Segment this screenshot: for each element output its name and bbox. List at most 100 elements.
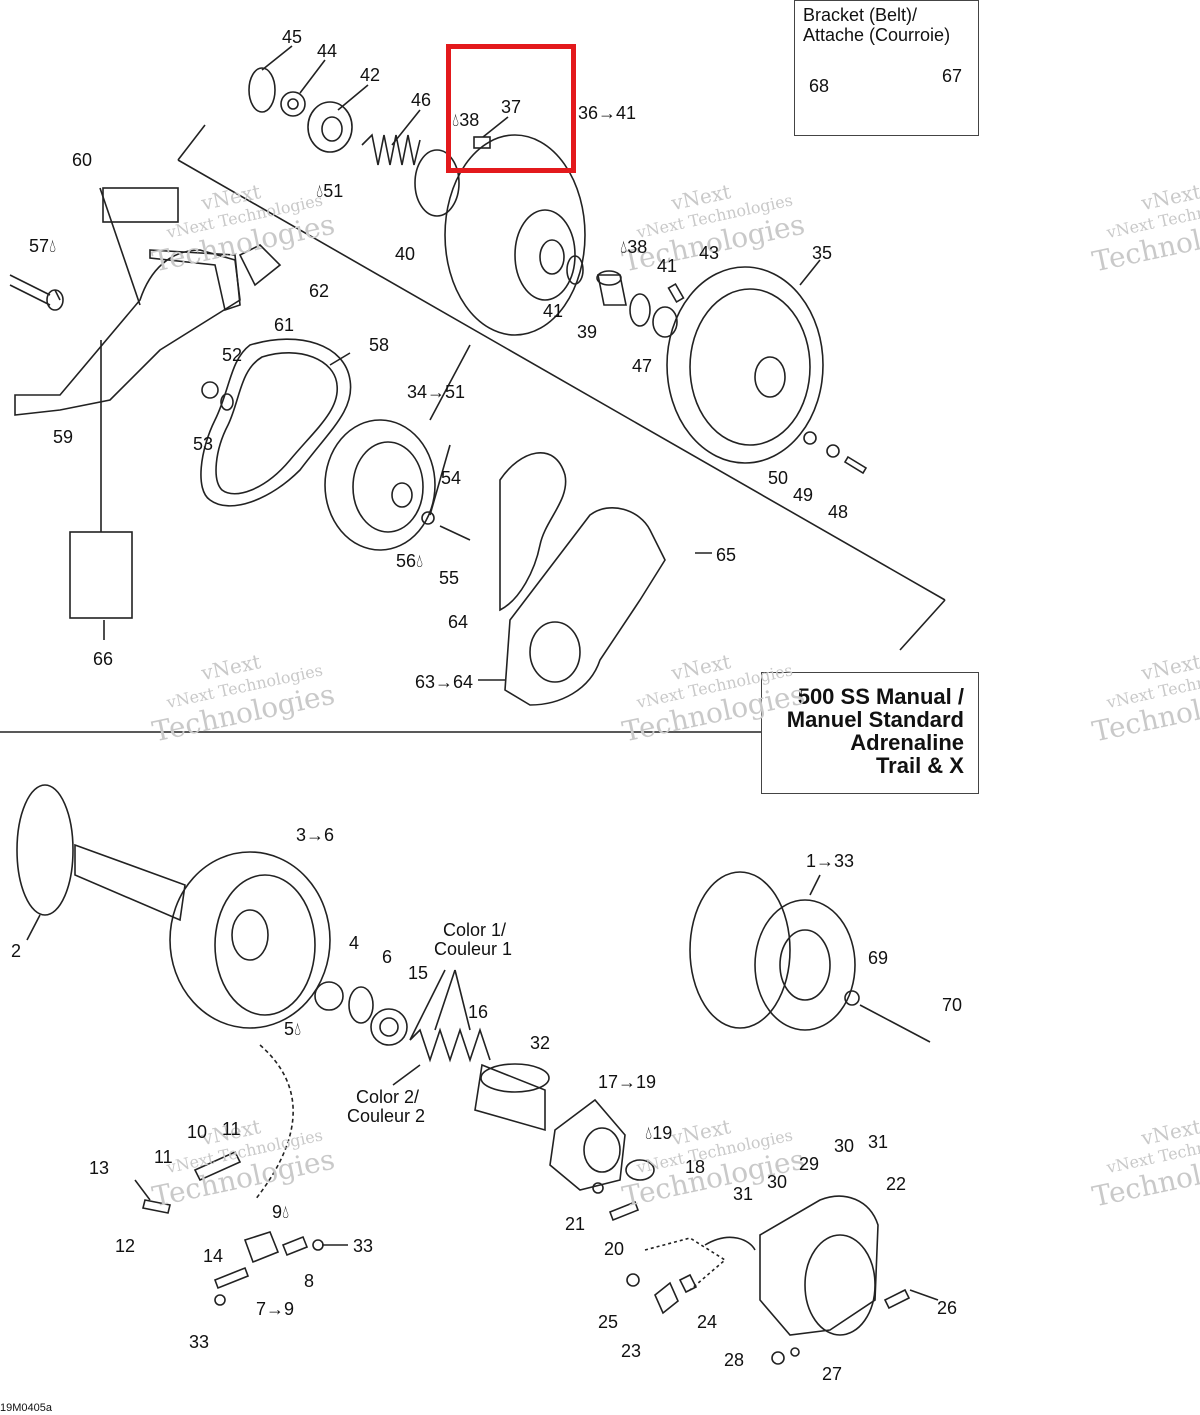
driven-pulley-34-51 xyxy=(324,419,436,551)
drive-pulley-1-33 xyxy=(689,871,791,1029)
spring-46 xyxy=(361,133,421,166)
callout-2: 2 xyxy=(11,941,22,961)
lube-drop-icon: 💧︎ xyxy=(282,1202,290,1222)
callout-56-lube: 56💧︎ xyxy=(396,551,424,571)
callout-42: 42 xyxy=(360,65,381,85)
callout-40: 40 xyxy=(395,244,416,264)
callout-14: 14 xyxy=(203,1246,224,1266)
movable-sheave-3-6 xyxy=(169,851,331,1029)
callout-68: 68 xyxy=(809,76,830,96)
lube-drop-icon: 💧︎ xyxy=(452,110,460,130)
callout-31-a: 31 xyxy=(868,1132,889,1152)
callout-35: 35 xyxy=(812,243,833,263)
callout-58: 58 xyxy=(369,335,390,355)
callout-30-a: 30 xyxy=(834,1136,855,1156)
callout-55: 55 xyxy=(439,568,460,588)
callout-3-6: 3→6 xyxy=(296,825,335,845)
callout-34-51: 34→51 xyxy=(407,382,466,402)
callout-66: 66 xyxy=(93,649,114,669)
spring-16 xyxy=(409,1027,491,1063)
callout-53: 53 xyxy=(193,434,214,454)
callout-44: 44 xyxy=(317,41,338,61)
callout-50: 50 xyxy=(768,468,789,488)
model-label-text: 500 SS Manual / Manuel Standard Adrenali… xyxy=(786,684,964,778)
callout-18: 18 xyxy=(685,1157,706,1177)
drive-belt-58 xyxy=(200,338,352,507)
callout-9-lube: 9💧︎ xyxy=(272,1202,290,1222)
lube-drop-icon: 💧︎ xyxy=(645,1123,653,1143)
callout-19-lube: 💧︎19 xyxy=(645,1123,673,1143)
callout-26: 26 xyxy=(937,1298,958,1318)
callout-28: 28 xyxy=(724,1350,745,1370)
callout-46: 46 xyxy=(411,90,432,110)
callout-8: 8 xyxy=(304,1271,315,1291)
callout-62: 62 xyxy=(309,281,330,301)
governor-cup-22 xyxy=(759,1195,879,1336)
belt-guard-59 xyxy=(14,249,241,416)
callout-60: 60 xyxy=(72,150,93,170)
warning-label-60 xyxy=(102,187,179,223)
callout-29: 29 xyxy=(799,1154,820,1174)
callout-17-19: 17→19 xyxy=(598,1072,657,1092)
highlight-box xyxy=(446,44,576,173)
callout-12: 12 xyxy=(115,1236,136,1256)
callout-4: 4 xyxy=(349,933,360,953)
callout-23: 23 xyxy=(621,1341,642,1361)
callout-30-b: 30 xyxy=(767,1172,788,1192)
callout-59: 59 xyxy=(53,427,74,447)
callout-22: 22 xyxy=(886,1174,907,1194)
callout-1-33: 1→33 xyxy=(806,851,855,871)
bushing-39 xyxy=(597,274,627,306)
lube-drop-icon: 💧︎ xyxy=(294,1019,302,1039)
callout-10: 10 xyxy=(187,1122,208,1142)
callout-41-a: 41 xyxy=(657,256,678,276)
callout-39: 39 xyxy=(577,322,598,342)
callout-31-b: 31 xyxy=(733,1184,754,1204)
callout-51-lube: 💧︎51 xyxy=(316,181,344,201)
callout-33-b: 33 xyxy=(189,1332,210,1352)
cover-64 xyxy=(504,506,666,706)
callout-37: 37 xyxy=(501,97,522,117)
washer-44 xyxy=(280,91,306,117)
callout-63-64: 63→64 xyxy=(415,672,474,692)
callout-16: 16 xyxy=(468,1002,489,1022)
callout-48: 48 xyxy=(828,502,849,522)
callout-7-9: 7→9 xyxy=(256,1299,295,1319)
callout-13: 13 xyxy=(89,1158,110,1178)
fixed-sheave-35 xyxy=(666,266,824,464)
circlip-45 xyxy=(248,67,276,113)
callout-57-lube: 57💧︎ xyxy=(29,236,57,256)
lube-drop-icon: 💧︎ xyxy=(416,551,424,571)
callout-49: 49 xyxy=(793,485,814,505)
callout-33-a: 33 xyxy=(353,1236,374,1256)
bracket-inset-title: Bracket (Belt)/Attache (Courroie) xyxy=(803,5,951,45)
callout-65: 65 xyxy=(716,545,737,565)
callout-47: 47 xyxy=(632,356,653,376)
callout-61: 61 xyxy=(274,315,295,335)
callout-25: 25 xyxy=(598,1312,619,1332)
lube-drop-icon: 💧︎ xyxy=(316,181,324,201)
callout-32: 32 xyxy=(530,1033,551,1053)
callout-45: 45 xyxy=(282,27,303,47)
callout-20: 20 xyxy=(604,1239,625,1259)
callout-41-b: 41 xyxy=(543,301,564,321)
callout-11-b: 11 xyxy=(154,1147,173,1167)
driven-sheave xyxy=(444,134,586,336)
callout-color-1: Color 1/ xyxy=(443,920,507,940)
ring-40 xyxy=(414,149,460,217)
callout-67: 67 xyxy=(942,66,963,86)
lube-drop-icon: 💧︎ xyxy=(620,237,628,257)
callout-64: 64 xyxy=(448,612,469,632)
callout-21: 21 xyxy=(565,1214,586,1234)
diagram-code: 19M0405a xyxy=(0,1402,52,1414)
callout-54: 54 xyxy=(441,468,462,488)
lube-drop-icon: 💧︎ xyxy=(49,236,57,256)
callout-38-b-lube: 💧︎38 xyxy=(620,237,648,257)
slider-37 xyxy=(473,136,491,149)
bracket-inset-box: Bracket (Belt)/Attache (Courroie) xyxy=(794,0,979,136)
callout-27: 27 xyxy=(822,1364,843,1384)
callout-6: 6 xyxy=(382,947,393,967)
fixed-sheave-2 xyxy=(16,784,74,916)
callout-36-41: 36→41 xyxy=(578,103,637,123)
